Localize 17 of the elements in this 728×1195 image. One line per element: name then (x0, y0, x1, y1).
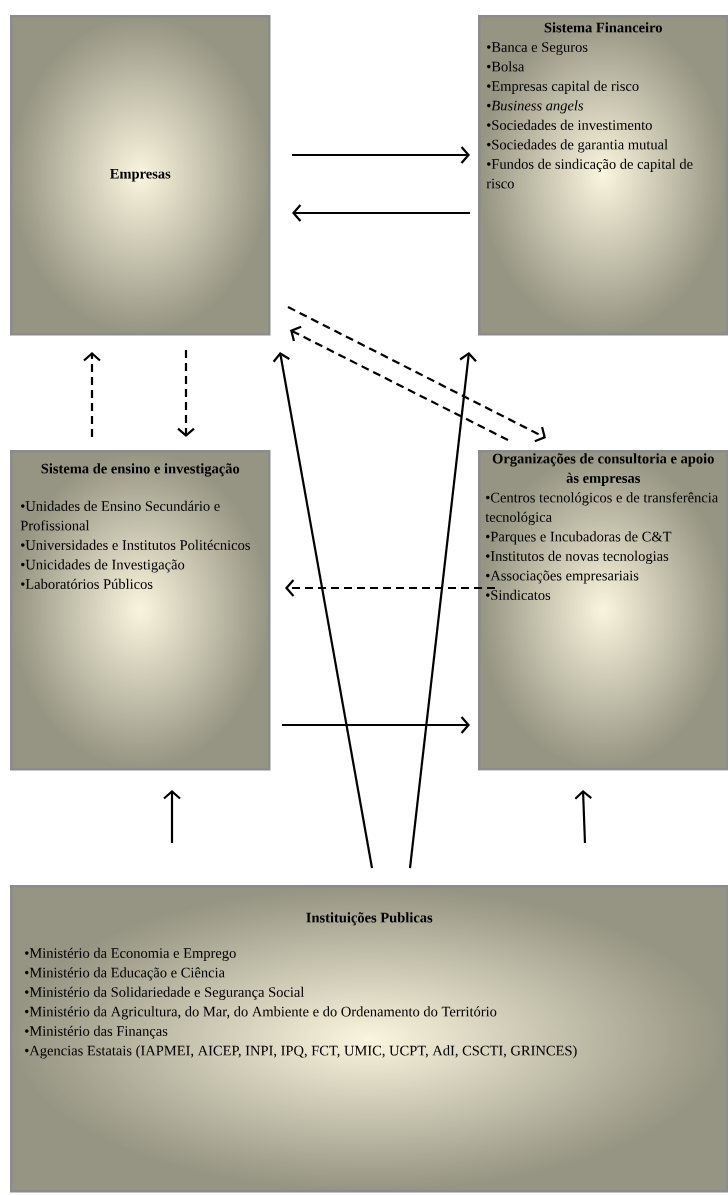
arrow (83, 352, 101, 437)
arrow (163, 790, 181, 843)
arrow (408, 352, 477, 869)
info-box: Sistema de ensino e investigação •Unidades de Ensino Secundário e Profissional •Universidades e Institutos Politécnicos •Unicidades de Investigação •Laboratórios Públicos (10, 450, 271, 771)
arrow (292, 204, 470, 222)
arrow (574, 790, 592, 844)
info-box: Sistema Financeiro •Banca e Seguros •Bolsa •Empresas capital de risco •Business angels •Sociedades de investimento •Sociedades de garantia mutual •Fundos de sindicação de capital de risco (478, 15, 728, 336)
info-box: Organizações de consultoria e apoio às empresas •Centros tecnológicos e de transferência tecnológica •Parques e Incubadoras de C&T •Institutos de novas tecnologias •Associações empresariais •Sindicatos (478, 450, 728, 771)
info-box: Empresas (10, 15, 271, 336)
info-box: Instituições Publicas •Ministério da Economia e Emprego •Ministério da Educação e Ciência •Ministério da Solidariedade e Segurança Social •Ministério da Agricultura, do Mar, do Ambiente e do Ordenamento do Território •Ministério das Finanças •Agencias Estatais (IAPMEI, AICEP, INPI, IPQ, FCT, UMIC, UCPT, AdI, CSCTI, GRINCES) (10, 885, 728, 1193)
arrow (177, 350, 195, 437)
arrow (282, 716, 470, 734)
arrow (287, 306, 546, 443)
arrow (292, 146, 470, 164)
arrow (285, 579, 495, 597)
arrow (272, 352, 374, 869)
arrow (290, 325, 509, 441)
